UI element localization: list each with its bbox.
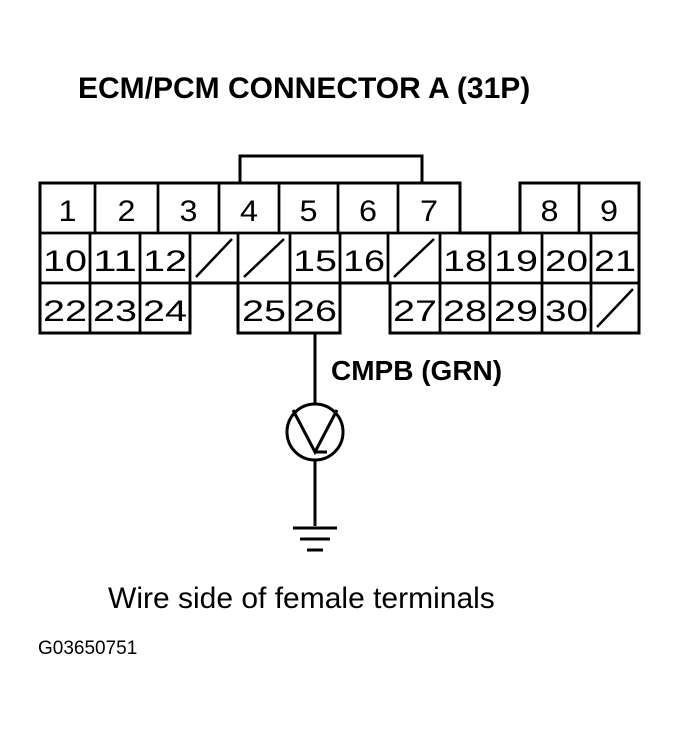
terminal-number: 20 — [545, 245, 588, 278]
terminal-number: 25 — [242, 295, 286, 328]
terminal-number: 8 — [541, 195, 559, 228]
terminal-number: 7 — [420, 195, 438, 228]
terminal-number: 6 — [359, 195, 377, 228]
terminal-number: 1 — [59, 195, 77, 228]
unused-terminal-mark — [596, 288, 634, 328]
terminal-number: 28 — [443, 295, 487, 328]
figure-code: G03650751 — [38, 638, 138, 659]
diagram-caption: Wire side of female terminals — [108, 582, 495, 615]
terminal-number: 4 — [240, 195, 258, 228]
terminal-number: 5 — [300, 195, 318, 228]
unused-terminal-mark — [243, 238, 285, 278]
terminal-number: 10 — [43, 245, 87, 278]
unused-terminal-mark — [195, 238, 233, 278]
terminal-number: 23 — [93, 295, 137, 328]
wire-color-label: CMPB (GRN) — [331, 355, 503, 386]
unused-terminal-mark — [393, 238, 435, 278]
terminal-number: 11 — [93, 245, 137, 278]
terminal-number: 21 — [594, 245, 636, 278]
terminal-number: 12 — [143, 245, 187, 278]
terminal-number: 29 — [494, 295, 538, 328]
terminal-number: 22 — [43, 295, 87, 328]
terminal-number: 18 — [443, 245, 487, 278]
terminal-number: 2 — [118, 195, 136, 228]
terminal-number: 16 — [343, 245, 385, 278]
terminal-cell — [589, 281, 641, 335]
connector-lock-tab — [238, 154, 424, 183]
terminal-number: 19 — [494, 245, 538, 278]
voltmeter-needle-icon — [291, 409, 339, 456]
terminal-number: 26 — [293, 295, 337, 328]
terminal-number: 9 — [600, 195, 618, 228]
wire-group — [285, 333, 345, 552]
terminal-number: 24 — [143, 295, 187, 328]
terminal-cell — [138, 281, 192, 335]
terminal-number: 15 — [293, 245, 337, 278]
terminal-number: 30 — [545, 295, 588, 328]
terminal-number: 3 — [180, 195, 198, 228]
terminal-number: 27 — [393, 295, 437, 328]
diagram-title: ECM/PCM CONNECTOR A (31P) — [78, 72, 531, 105]
